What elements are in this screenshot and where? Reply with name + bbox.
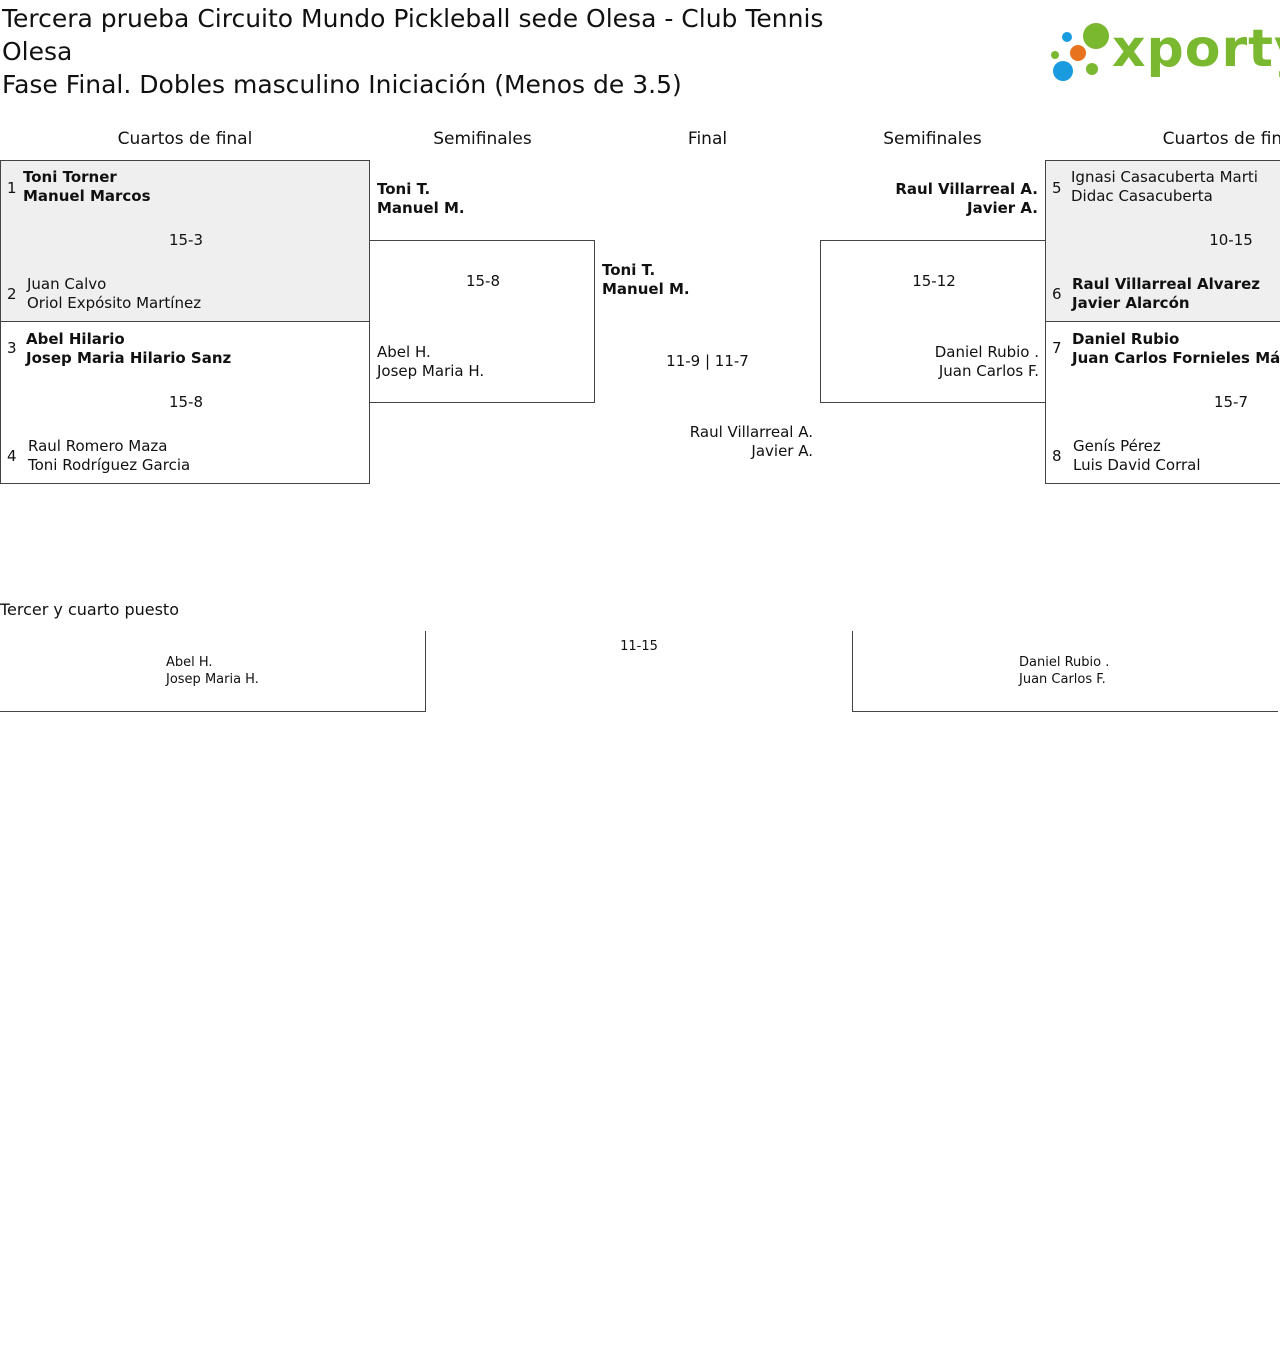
player-name: Javier A. — [966, 199, 1038, 217]
player-name: Toni T. — [377, 180, 431, 198]
player-name: Javier A. — [751, 442, 813, 460]
round-label-sf-left: Semifinales — [433, 129, 532, 149]
xporty-logo: xporty — [1050, 18, 1280, 84]
team-loser: Abel H. Josep Maria H. — [377, 343, 484, 381]
player-name: Josep Maria Hilario Sanz — [26, 349, 232, 367]
player-name: Daniel Rubio . — [1019, 655, 1110, 670]
team-winner: Toni Torner Manuel Marcos — [23, 168, 151, 206]
player-name: Juan Calvo — [27, 275, 107, 293]
seed-number: 6 — [1052, 285, 1062, 303]
sf-match-left[interactable]: 15-8 Abel H. Josep Maria H. — [369, 240, 595, 403]
match-score: 15-8 — [168, 393, 204, 411]
draw-subtitle: Fase Final. Dobles masculino Iniciación … — [2, 70, 682, 99]
seed-number: 7 — [1052, 339, 1062, 357]
match-score: 15-12 — [912, 272, 956, 290]
player-name: Manuel Marcos — [23, 187, 151, 205]
player-name: Josep Maria H. — [377, 362, 485, 380]
player-name: Josep Maria H. — [166, 672, 259, 687]
player-name: Juan Carlos F. — [938, 362, 1039, 380]
player-name: Daniel Rubio . — [934, 343, 1039, 361]
round-label-qf-left: Cuartos de final — [117, 129, 253, 149]
team-loser: Juan Calvo Oriol Expósito Martínez — [27, 275, 201, 313]
final-runner-up: Raul Villarreal A. Javier A. — [600, 423, 813, 461]
third-place-title: Tercer y cuarto puesto — [0, 600, 179, 619]
seed-number: 5 — [1052, 179, 1062, 197]
team-loser: Ignasi Casacuberta Marti Didac Casacuber… — [1071, 168, 1258, 206]
qf-match-2[interactable]: 3 Abel Hilario Josep Maria Hilario Sanz … — [0, 321, 370, 484]
player-name: Juan Carlos F. — [1019, 672, 1106, 687]
player-name: Ignasi Casacuberta Marti — [1071, 168, 1258, 186]
round-label-qf-right: Cuartos de final — [1162, 129, 1280, 149]
third-place-team-a[interactable]: Abel H. Josep Maria H. — [0, 631, 426, 712]
match-score: 15-3 — [168, 231, 204, 249]
qf-match-1[interactable]: 1 Toni Torner Manuel Marcos 15-3 2 Juan … — [0, 160, 370, 322]
player-name: Abel H. — [166, 655, 213, 670]
third-place-score: 11-15 — [620, 639, 658, 654]
match-score: 15-7 — [1213, 393, 1249, 411]
team-name: Daniel Rubio . Juan Carlos F. — [1019, 654, 1109, 688]
tournament-title: Tercera prueba Circuito Mundo Pickleball… — [2, 4, 824, 66]
player-name: Juan Carlos Fornieles Márquez — [1072, 349, 1280, 367]
player-name: Abel H. — [377, 343, 431, 361]
player-name: Manuel M. — [377, 199, 465, 217]
player-name: Toni Rodríguez Garcia — [28, 456, 191, 474]
sf-right-winner: Raul Villarreal A. Javier A. — [820, 180, 1038, 218]
player-name: Genís Pérez — [1073, 437, 1161, 455]
team-winner: Abel Hilario Josep Maria Hilario Sanz — [26, 330, 231, 368]
team-winner: Raul Villarreal Alvarez Javier Alarcón — [1072, 275, 1260, 313]
final-score: 11-9 | 11-7 — [666, 352, 749, 370]
sf-match-right[interactable]: 15-12 Daniel Rubio . Juan Carlos F. — [820, 240, 1046, 403]
player-name: Toni Torner — [23, 168, 117, 186]
seed-number: 3 — [7, 339, 17, 357]
match-score: 15-8 — [465, 272, 501, 290]
player-name: Raul Villarreal A. — [895, 180, 1038, 198]
seed-number: 1 — [7, 179, 17, 197]
player-name: Toni T. — [602, 261, 656, 279]
player-name: Oriol Expósito Martínez — [27, 294, 202, 312]
round-label-final: Final — [687, 129, 728, 149]
final-winner: Toni T. Manuel M. — [602, 261, 690, 299]
team-loser: Raul Romero Maza Toni Rodríguez Garcia — [28, 437, 190, 475]
player-name: Raul Romero Maza — [28, 437, 168, 455]
team-name: Abel H. Josep Maria H. — [166, 654, 259, 688]
xporty-dots-icon — [1051, 23, 1109, 81]
player-name: Manuel M. — [602, 280, 690, 298]
seed-number: 4 — [7, 447, 17, 465]
xporty-logo-text: xporty — [1112, 19, 1280, 79]
player-name: Luis David Corral — [1073, 456, 1201, 474]
team-loser: Daniel Rubio . Juan Carlos F. — [821, 343, 1039, 381]
player-name: Daniel Rubio — [1072, 330, 1180, 348]
player-name: Raul Villarreal A. — [689, 423, 813, 441]
qf-match-3[interactable]: 5 Ignasi Casacuberta Marti Didac Casacub… — [1045, 160, 1280, 322]
seed-number: 2 — [7, 285, 17, 303]
sf-left-winner: Toni T. Manuel M. — [377, 180, 465, 218]
team-winner: Daniel Rubio Juan Carlos Fornieles Márqu… — [1072, 330, 1280, 368]
player-name: Javier Alarcón — [1072, 294, 1190, 312]
qf-match-4[interactable]: 7 Daniel Rubio Juan Carlos Fornieles Már… — [1045, 321, 1280, 484]
third-place-team-b[interactable]: Daniel Rubio . Juan Carlos F. — [852, 631, 1278, 712]
player-name: Abel Hilario — [26, 330, 125, 348]
match-score: 10-15 — [1209, 231, 1253, 249]
player-name: Raul Villarreal Alvarez — [1072, 275, 1261, 293]
round-label-sf-right: Semifinales — [883, 129, 982, 149]
player-name: Didac Casacuberta — [1071, 187, 1213, 205]
seed-number: 8 — [1052, 447, 1062, 465]
team-loser: Genís Pérez Luis David Corral — [1073, 437, 1201, 475]
